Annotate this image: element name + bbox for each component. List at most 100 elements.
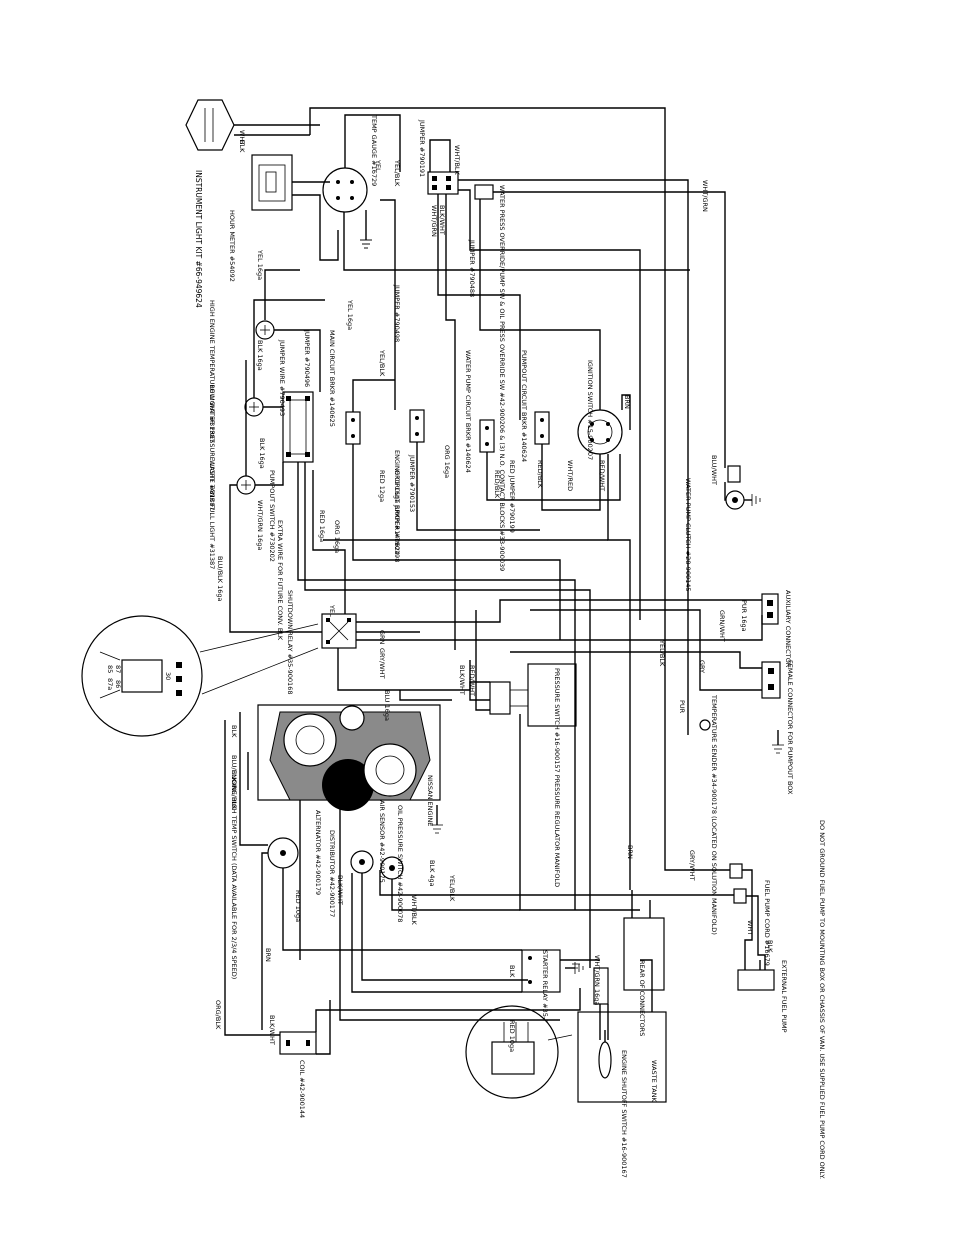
engine-shutoff-switch-label: ENGINE SHUTOFF SWITCH #16-900167: [620, 1050, 628, 1178]
shutdown-relay: SHUTDOWN RELAY #35-900168: [286, 590, 357, 694]
alternator-pulley: [339, 705, 365, 731]
wire-label: BLK/WHT: [438, 205, 446, 235]
temp-gauge-dial: [322, 167, 368, 213]
wire-label: GRN: [378, 630, 386, 645]
wire-label: ORG 16ga: [443, 445, 451, 478]
engine-circuit-breaker: [409, 409, 425, 443]
relay-pin-85: 85: [106, 665, 114, 673]
temperature-sender-label: TEMPERATURE SENDER #34-900178 (LOCATED O…: [710, 694, 718, 935]
wire-label: YEL/BLK: [393, 159, 401, 187]
wire-label: RED JUMPER #790199: [508, 460, 516, 533]
wire-label: BRN: [626, 845, 634, 859]
main-circuit-breaker-label: MAIN CIRCUIT BRKR #140625: [328, 330, 336, 427]
temp-gauge-label: TEMP GAUGE #16729: [370, 114, 378, 186]
temp-gauge: TEMP GAUGE #16729: [322, 114, 378, 249]
wire-labels: YEL YEL/BLK JUMPER #790191 JUMPER #79048…: [214, 119, 774, 1052]
rear-of-connectors-label: REAR OF CONNECTORS: [638, 960, 646, 1036]
wire-label: WHT: [746, 920, 754, 935]
waste-tank-box: [577, 1011, 667, 1103]
engine-circuit-breaker-label: ENGINE CIRCUIT BRKR #140624: [393, 450, 401, 555]
wire-label: BLK 16ga: [256, 340, 264, 371]
engine-pulley-top: [283, 713, 337, 767]
water-press-override-switch: WATER PRESS OVERRIDE/PUMP SW & OIL PRESS…: [427, 171, 506, 571]
override-switch-block: [427, 171, 459, 195]
ignition-switch-body: [577, 409, 623, 455]
engine-high-temp-switch-label: ENGINE HIGH TEMP SWITCH (DATA AVAILABLE …: [230, 770, 238, 979]
pumpout-switch-label: PUMPOUT SWITCH #730202: [268, 470, 276, 562]
fuel-pump: FUEL PUMP CORD #16679 EXTERNAL FUEL PUMP…: [729, 820, 826, 1179]
wire-label: BLK/WHT: [458, 665, 466, 695]
auxiliary-connector-label: AUXILIARY CONNECTOR: [784, 590, 792, 668]
relay-pin-87a: 87a: [106, 678, 114, 690]
indicator-lights: HIGH ENGINE TEMPERATURE LIGHT #31387 LOW…: [208, 300, 275, 569]
wire-label: JUMPER #790191: [418, 119, 426, 177]
wire-label: BLK: [508, 965, 516, 978]
high-engine-temp-light-label: HIGH ENGINE TEMPERATURE LIGHT #31387: [208, 300, 216, 443]
nissan-engine: NISSAN ENGINE: [257, 704, 443, 834]
wire-label: BLK/WHT: [268, 1015, 276, 1045]
wire-label: YEL/BLK: [378, 349, 386, 377]
relay-detail-inset: 85 87a 87 86 30: [81, 615, 319, 737]
wire-label: RED/WHT: [598, 460, 606, 491]
pressure-manifold-body: [527, 663, 577, 727]
wire-label: JUMPER #790153: [408, 454, 416, 512]
wire-label: YEL 16ga: [346, 299, 354, 330]
pumpout-connector-label: FEMALE CONNECTOR FOR PUMPOUT BOX: [786, 660, 794, 795]
auxiliary-connector: [761, 593, 779, 625]
waste-tank: ENGINE SHUTOFF SWITCH #16-900167 WASTE T…: [577, 917, 667, 1178]
wire-label: WHT: [238, 130, 246, 145]
pump-pulley: [363, 743, 417, 797]
pumpout-female-connector: [761, 661, 781, 699]
wire-label: GRY: [698, 660, 706, 673]
wire-label: RED/WHT: [468, 665, 476, 696]
fuel-pump-connector-2: [733, 888, 747, 904]
instrument-light-kit-label: INSTRUMENT LIGHT KIT #66-949624: [194, 170, 203, 308]
wire-harness: [224, 107, 766, 1055]
wire-label: BLK: [230, 725, 238, 738]
wire-label: JUMPER #790488: [468, 239, 476, 297]
nissan-engine-label: NISSAN ENGINE: [426, 775, 434, 826]
wire-label: GRY/WHT: [378, 648, 386, 679]
water-pump-clutch: WATER PUMP CLUTCH #28-900145 BLU/WHT: [684, 455, 761, 592]
ground-icon: [360, 239, 372, 249]
starter-relay: STARTER RELAY #35-900020: [521, 949, 584, 1044]
wire-label: BLU 16ga: [383, 690, 391, 721]
relay-pin-87: 87: [114, 665, 122, 673]
override-switch-label: WATER PRESS OVERRIDE/PUMP SW & OIL PRESS…: [498, 185, 506, 571]
pumpout-circuit-breaker-label: PUMPOUT CIRCUIT BRKR #140624: [520, 350, 528, 462]
wire-label: ORG 16ga JUMPER #790198: [393, 470, 401, 562]
coil-label: COIL #42-900144: [298, 1060, 306, 1118]
wire-label: BLU/WHT: [710, 455, 718, 485]
ignition-switch-label: IGNITION SWITCH #15-900207: [586, 360, 594, 460]
wire-label: PUR: [678, 700, 686, 714]
pumpout-switch-body: [282, 391, 314, 463]
wire-label: BLK: [238, 140, 246, 153]
wire-label: BLU/BLK: [230, 755, 238, 783]
relay-pin-30: 30: [164, 672, 172, 680]
low-water-pressure-light-label: LOW WATER PRESSURE LIGHT #31387: [208, 385, 216, 511]
wire-label: BLK: [766, 940, 774, 953]
external-fuel-pump-label: EXTERNAL FUEL PUMP: [780, 960, 788, 1033]
engine-sensors: ENGINE HIGH TEMP SWITCH (DATA AVAILABLE …: [230, 770, 404, 979]
wire-label: YEL 16ga: [256, 249, 264, 280]
main-circuit-breaker: [345, 411, 361, 445]
wire-label: ORG/BLK: [214, 1000, 222, 1030]
crank-pulley: [322, 759, 374, 811]
wire-label: RED 16ga: [318, 510, 326, 542]
pressure-switch-manifold: PRESSURE SWITCH #16-900157 PRESSURE REGU…: [489, 663, 577, 887]
coil-body: [279, 1031, 317, 1055]
alternator-label: ALTERNATOR #42-900179: [314, 810, 322, 895]
water-pump-circuit-breaker: [479, 419, 495, 453]
wire-label: JUMPER #790496: [303, 329, 311, 387]
wire-label: ORG/BLK: [230, 780, 238, 810]
wire-label: WHT/GRN 16ga: [593, 955, 601, 1005]
wire-label: BRN: [264, 948, 272, 962]
starter-relay-label: STARTER RELAY #35-900020: [541, 950, 549, 1044]
wire-label: YEL/BLK: [658, 639, 666, 667]
distributor-label: DISTRIBUTOR #42-900177: [328, 830, 336, 917]
coil: COIL #42-900144: [279, 1031, 317, 1118]
instrument-light-kit: WHT BLK INSTRUMENT LIGHT KIT #66-949624: [185, 99, 320, 308]
shutdown-relay-label: SHUTDOWN RELAY #35-900168: [286, 590, 294, 694]
water-pump-circuit-breaker-label: WATER PUMP CIRCUIT BRKR #140624: [464, 350, 472, 473]
